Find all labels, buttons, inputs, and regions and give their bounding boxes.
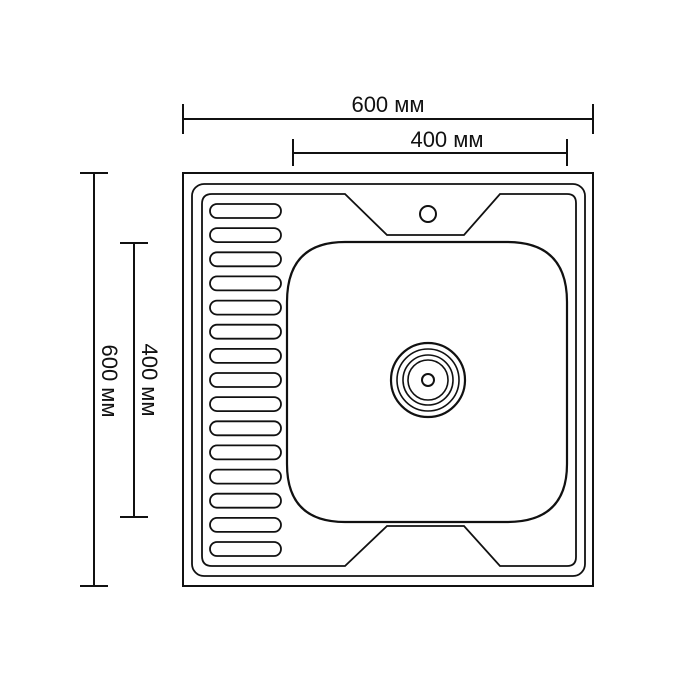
sink-outer-frame bbox=[182, 172, 594, 587]
overall-width-dimension: 600 мм bbox=[182, 92, 594, 134]
overall-depth-dimension: 600 мм bbox=[80, 172, 122, 587]
drainboard-rib bbox=[209, 492, 282, 509]
drainboard-rib bbox=[209, 203, 282, 219]
drainboard-rib bbox=[209, 323, 282, 340]
drainboard-rib bbox=[209, 347, 282, 364]
sink-rim-outer bbox=[191, 183, 586, 577]
drainboard-rib bbox=[209, 372, 282, 388]
drainboard-rib bbox=[209, 251, 282, 268]
drainboard-rib bbox=[209, 396, 282, 413]
drain-ring-4 bbox=[407, 359, 449, 401]
drainboard-rib bbox=[209, 420, 282, 437]
drain bbox=[389, 341, 467, 419]
bowl-depth-dimension: 400 мм bbox=[120, 242, 162, 518]
bowl-width-label: 400 мм bbox=[410, 127, 483, 152]
bowl-outline bbox=[285, 240, 569, 524]
drain-center bbox=[421, 373, 435, 387]
sink-rim-inner bbox=[201, 193, 577, 567]
drainboard-rib bbox=[209, 444, 282, 461]
drain-ring-2 bbox=[396, 348, 460, 412]
drainboard-rib bbox=[209, 541, 282, 557]
drainboard-rib bbox=[209, 275, 282, 292]
drainboard-rib bbox=[209, 517, 282, 533]
drainboard-rib bbox=[209, 299, 282, 316]
faucet-hole bbox=[419, 205, 437, 223]
drainboard-rib bbox=[209, 468, 282, 485]
bowl-width-dimension: 400 мм bbox=[292, 127, 568, 166]
drainboard-rib bbox=[209, 227, 282, 244]
overall-depth-label: 600 мм bbox=[97, 344, 122, 417]
drain-ring-outer bbox=[389, 341, 467, 419]
drain-ring-3 bbox=[402, 354, 454, 406]
sink-body bbox=[182, 172, 594, 587]
overall-width-label: 600 мм bbox=[351, 92, 424, 117]
drainboard-ribs bbox=[209, 203, 282, 557]
bowl-depth-label: 400 мм bbox=[137, 343, 162, 416]
